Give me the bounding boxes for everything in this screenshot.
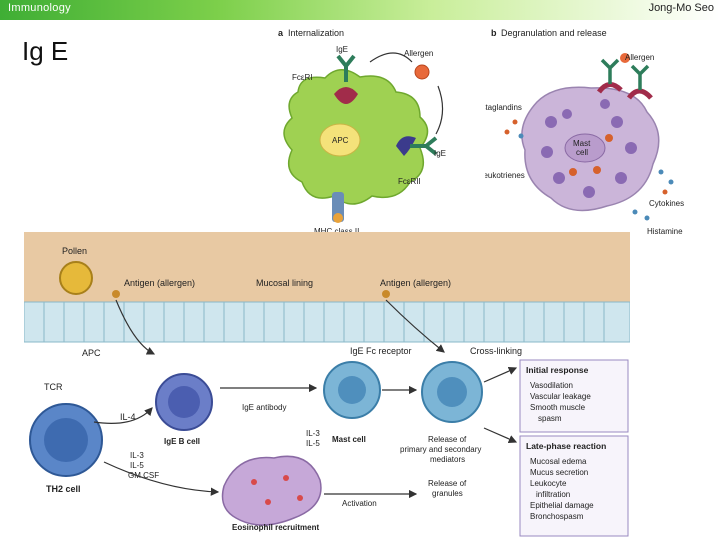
mast-cell-label-1: Mast (573, 139, 591, 148)
il4-label: IL-4 (120, 412, 136, 422)
eosinophil-granules (251, 475, 303, 505)
ige-b-cell-label: IgE B cell (164, 437, 200, 446)
late-item: Leukocyte (530, 479, 567, 488)
eosinophil-label: Eosinophil recruitment (232, 523, 319, 532)
late-phase-title: Late-phase reaction (526, 441, 606, 451)
mast-cell-c1-nucleus (338, 376, 366, 404)
release-label-1: Release of (428, 435, 467, 444)
release-label-2: primary and secondary (400, 445, 481, 454)
late-item: Bronchospasm (530, 512, 584, 521)
release-label-3: mediators (430, 455, 465, 464)
activation-label: Activation (342, 499, 377, 508)
fceri-label: FcεRI (292, 73, 312, 82)
header-band (0, 0, 720, 20)
panel-a-heading: Internalization (288, 28, 344, 38)
tcr-label: TCR (44, 382, 63, 392)
il3-label: IL-3 (306, 429, 320, 438)
mast-cell-label-2: cell (576, 148, 588, 157)
panel-b-degranulation: b Degranulation and release Mast cell Al… (485, 22, 697, 237)
panel-c-allergic-response: Pollen Antigen (allergen) Mucosal lining… (24, 232, 630, 537)
ige-antibody-icon-2 (410, 136, 438, 156)
late-item: Mucosal edema (530, 457, 587, 466)
panel-b-heading: Degranulation and release (501, 28, 607, 38)
late-item: Mucus secretion (530, 468, 588, 477)
eosinophil-cell (221, 455, 322, 526)
prostaglandins-label: Prostaglandins (485, 103, 522, 112)
course-title: Immunology (8, 2, 71, 14)
mast-cell-c-label: Mast cell (332, 435, 366, 444)
arrow-to-mast (385, 299, 445, 353)
initial-response-title: Initial response (526, 365, 589, 375)
author-name: Jong-Mo Seo (648, 2, 714, 14)
cycle-arrow-right (435, 85, 444, 135)
gmcsf-label: GM CSF (128, 471, 159, 480)
initial-item: Smooth muscle (530, 403, 586, 412)
epithelial-layer (24, 301, 630, 343)
granules (541, 99, 637, 198)
ige2-label: IgE (434, 149, 446, 158)
initial-item: spasm (538, 414, 562, 423)
ige-antibody-icon (336, 54, 356, 82)
allergen-icon (414, 64, 430, 80)
late-item: Epithelial damage (530, 501, 594, 510)
panel-b-label: b (491, 28, 497, 38)
il5b-label: IL-5 (130, 461, 144, 470)
ige-antibody-label: IgE antibody (242, 403, 286, 412)
mucosal-label: Mucosal lining (256, 278, 313, 288)
apc-label: APC (332, 136, 349, 145)
fceri-receptor (334, 87, 358, 104)
th2-label: TH2 cell (46, 484, 81, 494)
antigen-right-label: Antigen (allergen) (380, 278, 451, 288)
arrow-to-late (483, 427, 518, 443)
allergen-label: Allergen (404, 49, 433, 58)
panel-a-label: a (278, 28, 284, 38)
fceri2-receptor (396, 136, 416, 156)
granule-label-1: Release of (428, 479, 467, 488)
cycle-arrow-top (369, 52, 413, 63)
arrow-to-apc (115, 299, 156, 355)
cross-linking-label: Cross-linking (470, 346, 522, 356)
late-item: infiltration (536, 490, 570, 499)
fceri2-label: FcεRII (398, 177, 421, 186)
antigen-icon-left (112, 290, 120, 298)
granule-label-2: granules (432, 489, 463, 498)
apc-nucleus (319, 123, 361, 157)
slide-title: Ig E (22, 36, 69, 66)
released-mediators (504, 119, 674, 221)
apc-c-label: APC (82, 348, 101, 358)
leukotrienes-label: Leukotrienes (485, 171, 525, 180)
ige-b-nucleus (168, 386, 200, 418)
fc-receptor-label: IgE Fc receptor (350, 346, 412, 356)
allergen-b-label: Allergen (625, 53, 654, 62)
il5-label: IL-5 (306, 439, 320, 448)
mast-cell-c2-nucleus (437, 377, 467, 407)
arrow-th2-to-eos (103, 461, 220, 496)
initial-item: Vascular leakage (530, 392, 591, 401)
antigen-icon-right (382, 290, 390, 298)
il3b-label: IL-3 (130, 451, 144, 460)
pollen-label: Pollen (62, 246, 87, 256)
arrow-th2-to-b (93, 407, 153, 424)
pollen-icon (59, 261, 93, 295)
mast-cell-nucleus (564, 133, 606, 163)
late-phase-box (519, 435, 629, 537)
arrow-to-initial (483, 367, 518, 383)
th2-nucleus (44, 418, 88, 462)
antigen-left-label: Antigen (allergen) (124, 278, 195, 288)
fceri-receptor-b2 (626, 88, 653, 100)
cytokines-label: Cytokines (649, 199, 684, 208)
histamine-label: Histamine (647, 227, 683, 236)
ige-antibody-icon-b (600, 58, 650, 90)
mhc-peptide-icon (333, 213, 343, 223)
allergen-icon-b (620, 53, 630, 63)
ige-label: IgE (336, 45, 348, 54)
initial-response-box (519, 359, 629, 433)
panel-a-internalization: a Internalization APC IgE FcεRI Allergen… (270, 22, 490, 237)
initial-item: Vasodilation (530, 381, 573, 390)
mhc-label: MHC class II (314, 227, 359, 236)
fceri-receptor-b1 (596, 82, 623, 94)
mucosa-background (24, 232, 630, 302)
